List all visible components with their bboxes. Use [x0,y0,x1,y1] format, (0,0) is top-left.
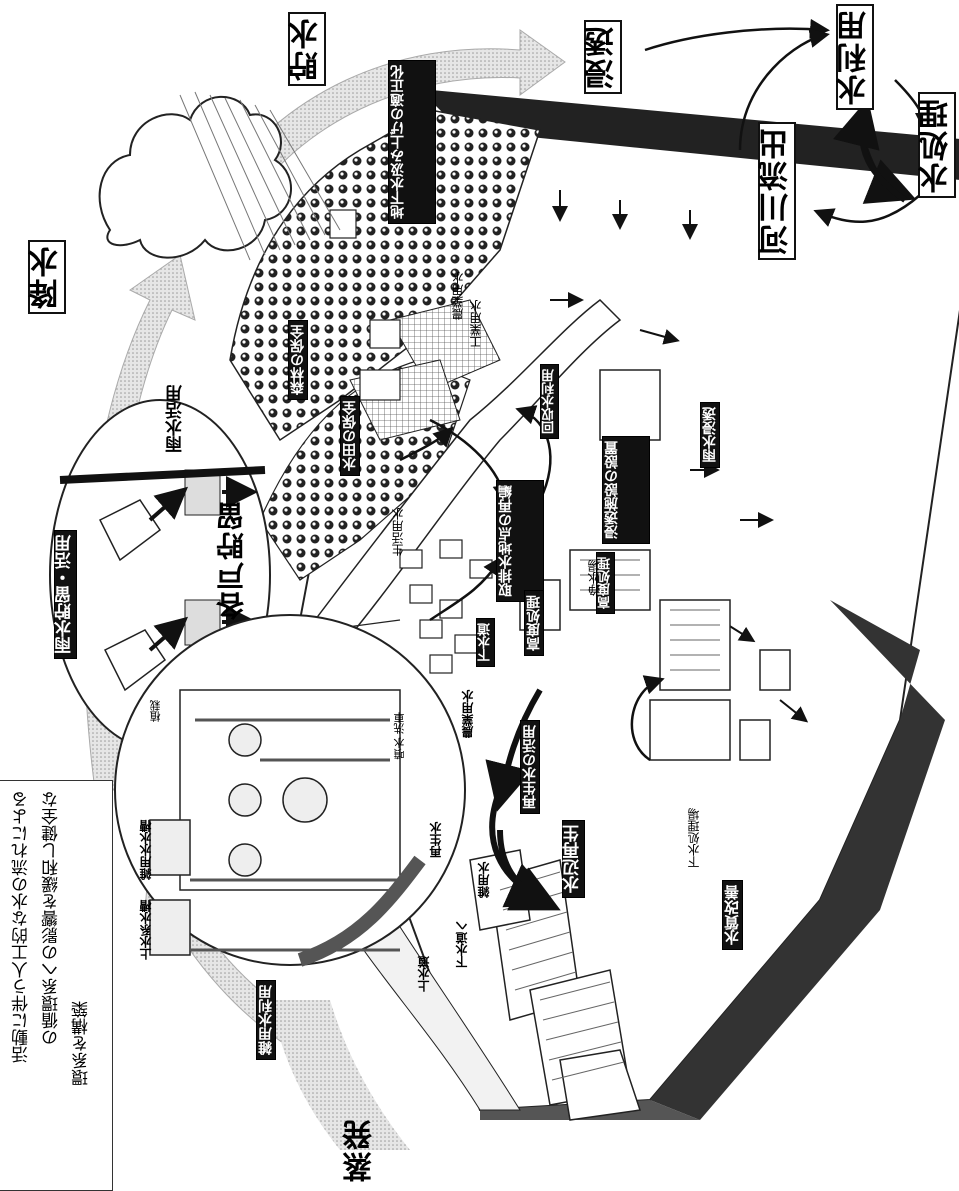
agri-water-label: 農業用水 [451,272,465,320]
sewage-plant-label: 下水処理場 [687,808,701,868]
rain-infiltration-label: 雨水浸透 [700,402,720,468]
paddy-label: 水田の保全 [340,396,360,476]
misc-water-label: 雑用水 [477,862,491,898]
sewer-label: 下水道 [476,618,495,667]
purification-plant-label: 浄水場 [587,560,601,596]
recovered-water-label: 回収水利用 [540,364,559,439]
planting-label: 植栽 [149,700,162,722]
water-supply-label: 上水道 [417,956,431,992]
waterside-regen-label: 水辺再生 [562,820,585,898]
rain-storage-title: 雨水貯留・活用 [54,530,77,659]
infiltration-label: 浸透 [584,20,622,94]
misc-water-use-title: 雑用水利用 [256,980,276,1060]
to-sewer-label: 下水道へ [455,920,469,968]
upper-tank-label: 上水系水槽 [139,900,153,960]
water-quality-label: 水質改善 [722,880,743,950]
forest-label: 森林の保全 [288,320,308,400]
infiltration-basin-label: 浸透桝の設置 [817,612,831,684]
intake-rearrange-label: 取排水地点の再編 [496,480,544,602]
description-line-1: 活動に伴う人工的な水の流れによる [12,791,32,1063]
domestic-water-label: 生活用水 [391,508,405,556]
agri-water-2-label: 農業用水 [461,690,475,738]
description-line-3: 環系を構築 [72,1001,92,1086]
reclaimed-use-label: 再生水の活用 [520,720,540,814]
reclaimed-water-label: 再生水 [429,822,443,858]
precipitation-label: 降水 [28,240,66,314]
water-treatment-label: 水処理 [918,92,956,198]
water-use-label: 水利用 [836,4,874,110]
rain-use-label: 雨水活用 [166,385,186,453]
description-line-2: の循環系への影響を緩和し健全な [42,791,62,1046]
industrial-water-label: 工業用水 [469,300,483,348]
groundwater-label: 地下水汲み上げの適正化 [388,60,436,224]
misc-tank-label: 雑用水水槽 [139,820,153,880]
evaporation-label: 蒸発 [343,1118,378,1182]
description-box: 活動に伴う人工的な水の流れによる の循環系への影響を緩和し健全な 環系を構築 [0,780,113,1191]
household-storage-label: 各戸貯留 [215,500,248,620]
infiltration-facility-label: 浸透施設の設置 [602,436,650,544]
advanced-treatment-label: 高度処理 [524,590,544,656]
river-outflow-label: 河川流出 [758,122,796,260]
spray-car-wash-label: 噴水 洗車 [393,712,406,760]
storage-label: 貯水 [288,12,326,86]
